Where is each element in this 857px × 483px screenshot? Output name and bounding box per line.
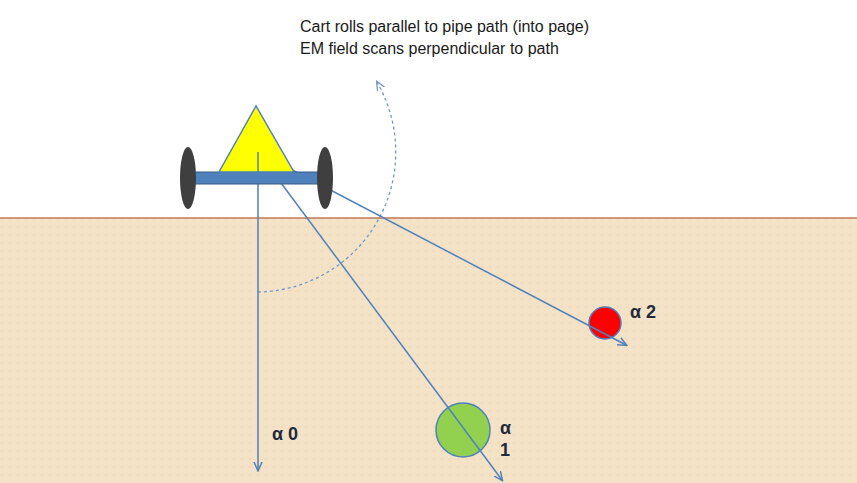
cart-wheel: [317, 147, 333, 209]
ray-alpha-0: [257, 152, 259, 470]
angle-label: α 0: [272, 424, 298, 445]
angle-label: α 2: [630, 302, 656, 323]
ground: [0, 218, 857, 483]
cart-wheel: [180, 147, 196, 209]
cart-sensor: [219, 106, 294, 172]
ray-origin: [257, 152, 259, 172]
cart-axle: [192, 172, 322, 184]
scan-arc: [258, 82, 396, 292]
ray-alpha-1: [258, 152, 502, 480]
pipe-large: [436, 403, 490, 457]
angle-label: α 1: [500, 418, 516, 461]
ground-surface: [0, 217, 857, 219]
header-note: EM field scans perpendicular to path: [300, 40, 559, 58]
header-note: Cart rolls parallel to pipe path (into p…: [300, 18, 589, 36]
